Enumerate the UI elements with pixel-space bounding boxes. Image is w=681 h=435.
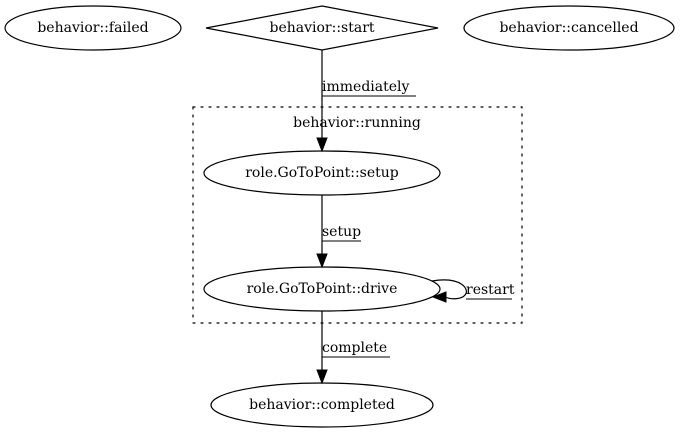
edge-label: immediately — [322, 79, 409, 95]
edge-label: complete — [322, 340, 387, 356]
node-behavior-failed: behavior::failed — [4, 5, 182, 51]
cluster-behavior-running: behavior::running — [192, 106, 523, 324]
node-label: behavior::cancelled — [499, 20, 638, 36]
edge-drive-to-completed: complete — [316, 311, 390, 385]
edge-label: restart — [466, 282, 515, 298]
node-behavior-cancelled: behavior::cancelled — [463, 5, 675, 51]
arrow-head — [316, 369, 328, 385]
edge-start-to-setup: immediately — [316, 50, 416, 153]
arrow-head — [316, 137, 328, 153]
node-label: behavior::completed — [249, 397, 395, 413]
node-label: behavior::start — [269, 20, 374, 36]
arrow-head — [316, 253, 328, 269]
node-shape-ellipse — [463, 5, 675, 51]
node-label: role.GoToPoint::drive — [247, 281, 398, 297]
cluster-label: behavior::running — [293, 115, 421, 131]
node-shape-ellipse — [4, 5, 182, 51]
edge-setup-to-drive: setup — [316, 195, 361, 269]
node-label: behavior::failed — [37, 20, 148, 36]
edge-label: setup — [322, 224, 361, 240]
edge-line — [431, 279, 467, 300]
edge-drive-restart-loop: restart — [431, 279, 515, 303]
arrow-head — [431, 291, 447, 303]
node-label: role.GoToPoint::setup — [245, 165, 399, 181]
